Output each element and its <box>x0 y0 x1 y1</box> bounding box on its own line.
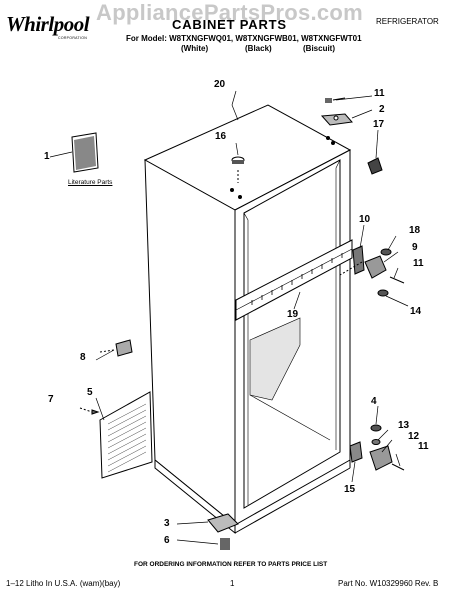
callout-2: 2 <box>379 104 385 115</box>
part-number: Part No. W10329960 Rev. B <box>338 579 439 588</box>
part-8-clip <box>115 339 133 357</box>
callout-7: 7 <box>48 394 54 405</box>
part-4-washer <box>370 424 382 432</box>
callout-17: 17 <box>373 119 385 130</box>
callout-13: 13 <box>398 420 410 431</box>
center-mullion <box>235 239 353 321</box>
category-label: REFRIGERATOR <box>376 17 439 26</box>
callout-20: 20 <box>214 79 226 90</box>
callout-9: 9 <box>412 242 418 253</box>
callout-15: 15 <box>344 484 356 495</box>
callout-11-bottom: 11 <box>418 441 429 452</box>
callout-18: 18 <box>409 225 421 236</box>
color-biscuit-label: (Biscuit) <box>303 44 335 53</box>
part-3-leveling-bracket <box>207 513 239 533</box>
page-number: 1 <box>230 579 235 588</box>
part-11-screw-mid <box>389 276 405 284</box>
part-13-bushing <box>371 439 381 445</box>
logo-subtitle: CORPORATION <box>58 36 88 40</box>
callout-8: 8 <box>80 352 86 363</box>
callout-14: 14 <box>410 306 422 317</box>
part-12-bottom-hinge <box>369 445 393 471</box>
part-17-cap <box>367 157 383 175</box>
model-list: For Model: W8TXNGFWQ01, W8TXNGFWB01, W8T… <box>126 34 362 43</box>
callout-10: 10 <box>359 214 371 225</box>
ordering-note: FOR ORDERING INFORMATION REFER TO PARTS … <box>134 561 328 568</box>
whirlpool-logo: Whirlpool <box>6 12 90 36</box>
part-9-center-hinge <box>364 255 387 279</box>
litho-line: 1–12 Litho In U.S.A. (wam)(bay) <box>6 579 121 588</box>
part-11-screw-top <box>325 97 346 103</box>
part-10-hinge-plate <box>352 245 365 275</box>
part-15-hinge-bracket <box>349 441 363 463</box>
callout-3: 3 <box>164 518 170 529</box>
watermark-text: AppliancePartsPros.com <box>96 0 364 25</box>
literature-parts-label: Literature Parts <box>68 179 113 186</box>
callout-1: 1 <box>44 151 50 162</box>
callout-16: 16 <box>215 131 227 142</box>
color-white-label: (White) <box>181 44 209 53</box>
part-7-screw <box>79 407 100 415</box>
callout-4: 4 <box>371 396 377 407</box>
callout-12: 12 <box>408 431 420 442</box>
page-title: CABINET PARTS <box>172 17 287 32</box>
callout-11-top: 11 <box>374 88 385 99</box>
callout-11-mid: 11 <box>413 258 424 269</box>
part-6-leveling-leg <box>220 538 230 550</box>
part-18-washer <box>380 248 392 256</box>
callout-19: 19 <box>287 309 299 320</box>
part-14-bushing <box>377 289 389 297</box>
part-11-screw-bottom <box>391 463 405 471</box>
callout-5: 5 <box>87 387 93 398</box>
color-black-label: (Black) <box>245 44 272 53</box>
callout-6: 6 <box>164 535 170 546</box>
